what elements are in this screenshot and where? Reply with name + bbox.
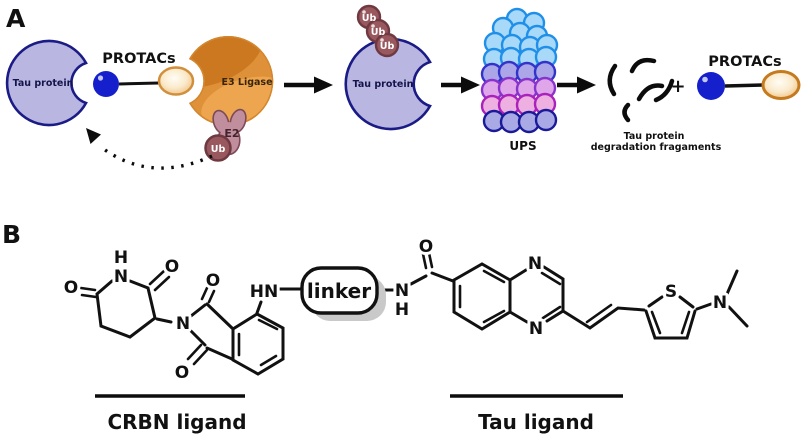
arrow-3 [557, 76, 596, 94]
fragments-caption-line1: Tau protein [624, 131, 685, 142]
protac-warhead-circle-right [697, 72, 725, 100]
ub-label-2: Ub [371, 27, 386, 38]
warhead-highlight [97, 75, 104, 81]
protac-e3-ligand-oval [157, 66, 195, 96]
atom-o-glutarimide-right: O [165, 257, 179, 277]
linker-label: linker [307, 279, 371, 303]
chemical-structure-bonds [79, 251, 749, 376]
panel-a: A [5, 4, 801, 170]
atom-n-phthalimide: N [176, 314, 190, 334]
tau-protein-label-left: Tau protein [13, 78, 74, 89]
fragments-caption-line2: degradation fragaments [591, 142, 722, 153]
ub-on-e2 [204, 134, 232, 162]
protac-warhead-circle [93, 71, 119, 97]
arrow-1 [284, 76, 333, 94]
atom-n-quinoxaline-top: N [528, 254, 542, 274]
protacs-label-right: PROTACs [708, 54, 781, 70]
proteasome-core-lower [480, 92, 557, 118]
dashed-recycle-arrow [86, 128, 213, 170]
proteasome-base [482, 108, 558, 134]
linker-box: linker [300, 266, 386, 321]
protac-e3-ligand-oval-right [761, 70, 801, 100]
atom-o-phthalimide-bottom: O [175, 363, 189, 383]
atom-n-quinoxaline-bottom: N [529, 319, 543, 339]
crbn-ligand-label: CRBN ligand [107, 410, 246, 434]
protac-linker-line-right [724, 83, 764, 88]
panel-b: B [2, 220, 749, 434]
degradation-fragments [607, 57, 675, 123]
arrow-2 [441, 76, 480, 94]
atom-h-amide: H [395, 300, 409, 320]
panel-b-label: B [2, 220, 21, 249]
plus-sign: + [670, 76, 685, 97]
tau-protein-shape-left [5, 39, 88, 127]
e2-label: E2 [224, 127, 239, 140]
protacs-label-left: PROTACs [102, 51, 175, 67]
ub-label-e2: Ub [211, 144, 226, 155]
atom-s-thiophene: S [665, 282, 677, 302]
protac-linker-line [118, 81, 160, 86]
ub-label-1: Ub [362, 13, 377, 24]
tau-ligand-label: Tau ligand [478, 410, 594, 434]
ups-label: UPS [509, 139, 536, 153]
atom-o-amide: O [419, 237, 433, 257]
warhead-highlight-right [702, 76, 708, 83]
tau-protein-label-middle: Tau protein [353, 79, 414, 90]
atom-n-amide: N [395, 281, 409, 301]
proteasome-cap [482, 7, 559, 71]
e3-shading-dark [189, 36, 263, 88]
ups-proteasome [480, 7, 559, 134]
atom-n-glutarimide: N [114, 267, 128, 287]
atom-n-dimethylamino: N [713, 293, 727, 313]
ub-chain [356, 4, 400, 58]
atom-o-phthalimide-top: O [206, 271, 220, 291]
atom-h-glutarimide: H [114, 248, 128, 268]
panel-a-label: A [6, 4, 26, 33]
proteasome-core-upper [480, 76, 557, 102]
atom-o-glutarimide-left: O [64, 278, 78, 298]
atom-labels: O H N O N O O HN N H O N N S N [61, 234, 730, 386]
proteasome-ring-upper [480, 60, 557, 86]
e3-ligase-label: E3 Ligase [221, 77, 272, 88]
atom-hn-aniline: HN [250, 282, 278, 302]
ub-label-3: Ub [380, 41, 395, 52]
